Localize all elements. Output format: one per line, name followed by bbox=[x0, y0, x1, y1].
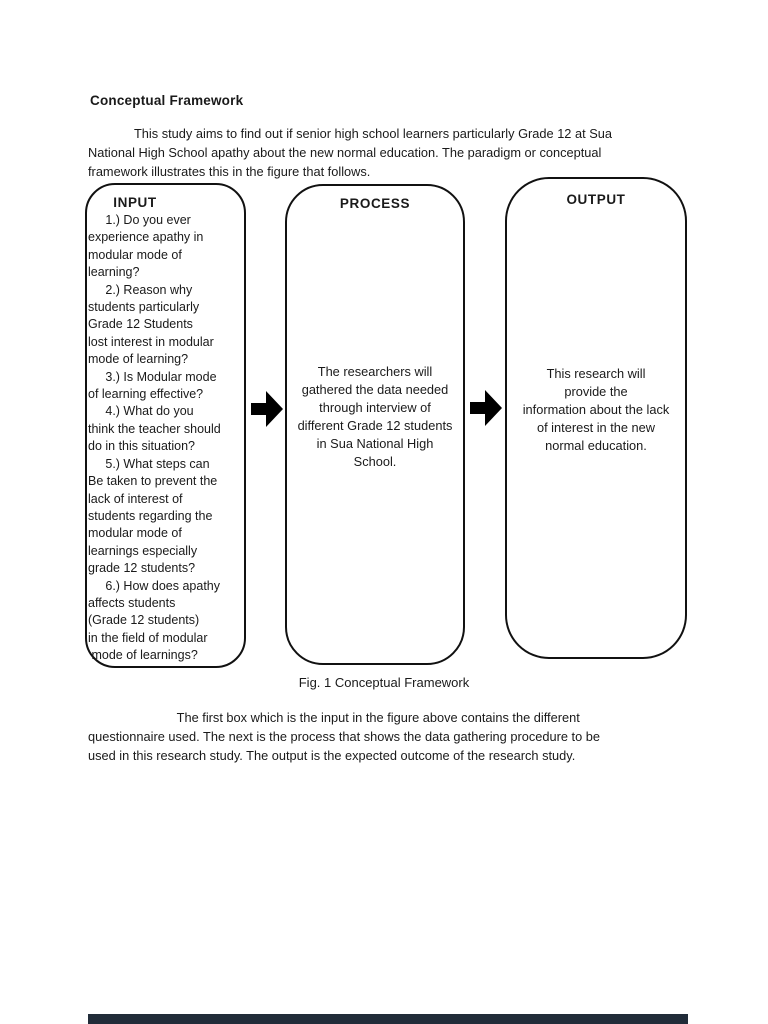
section-heading: Conceptual Framework bbox=[90, 93, 244, 108]
process-box bbox=[285, 184, 465, 665]
input-box-body: 1.) Do you ever experience apathy in mod… bbox=[88, 213, 221, 663]
output-box-body: This research will provide the informati… bbox=[522, 366, 670, 453]
process-box-body: The researchers will gathered the data n… bbox=[297, 364, 453, 469]
output-box-title: OUTPUT bbox=[566, 192, 626, 207]
process-box-title: PROCESS bbox=[339, 196, 411, 211]
intro-paragraph: This study aims to find out if senior hi… bbox=[88, 126, 612, 179]
arrow-right-icon bbox=[251, 391, 283, 427]
arrow-right-icon bbox=[470, 390, 502, 426]
next-content-dark-bar bbox=[88, 1014, 688, 1024]
closing-paragraph: The first box which is the input in the … bbox=[88, 710, 600, 763]
input-box-title: INPUT bbox=[113, 195, 157, 210]
input-box bbox=[85, 183, 246, 668]
figure-caption: Fig. 1 Conceptual Framework bbox=[298, 675, 470, 690]
output-box bbox=[505, 177, 687, 659]
